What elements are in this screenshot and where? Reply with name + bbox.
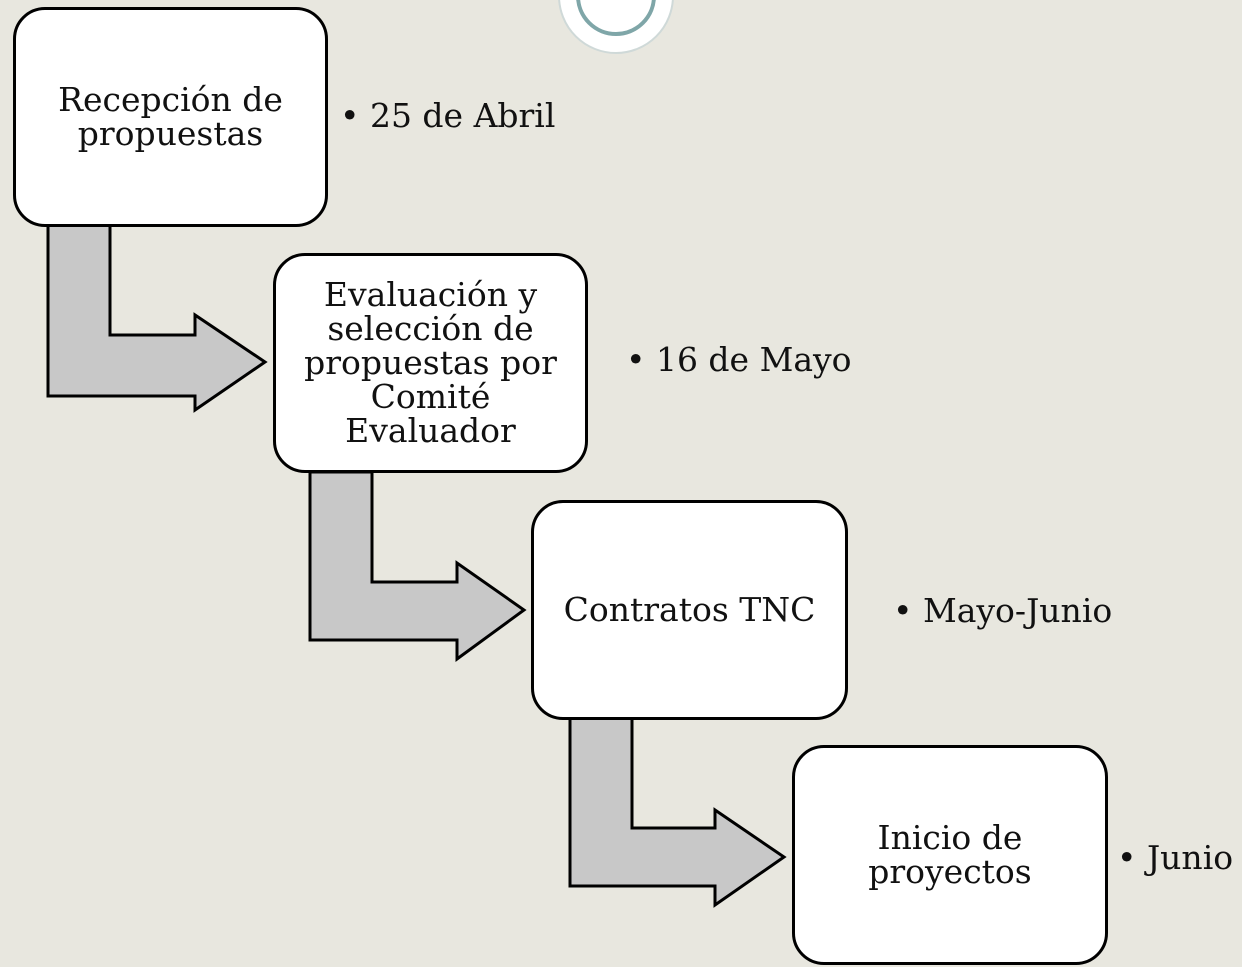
connector-arrow-3 [568, 714, 787, 908]
step-box-project-start: Inicio de proyectos [792, 745, 1108, 965]
step-date-reception: • 25 de Abril [340, 96, 556, 135]
step-box-contracts: Contratos TNC [531, 500, 848, 720]
connector-arrow-2 [308, 470, 527, 662]
step-box-evaluation: Evaluación y selección de propuestas por… [273, 253, 588, 473]
step-date-evaluation: • 16 de Mayo [626, 340, 852, 379]
step-box-reception: Recepción de propuestas [13, 7, 328, 227]
step-date-project-start: • Junio [1117, 838, 1234, 877]
step-date-contracts: • Mayo-Junio [893, 591, 1113, 630]
connector-arrow-1 [46, 222, 268, 413]
